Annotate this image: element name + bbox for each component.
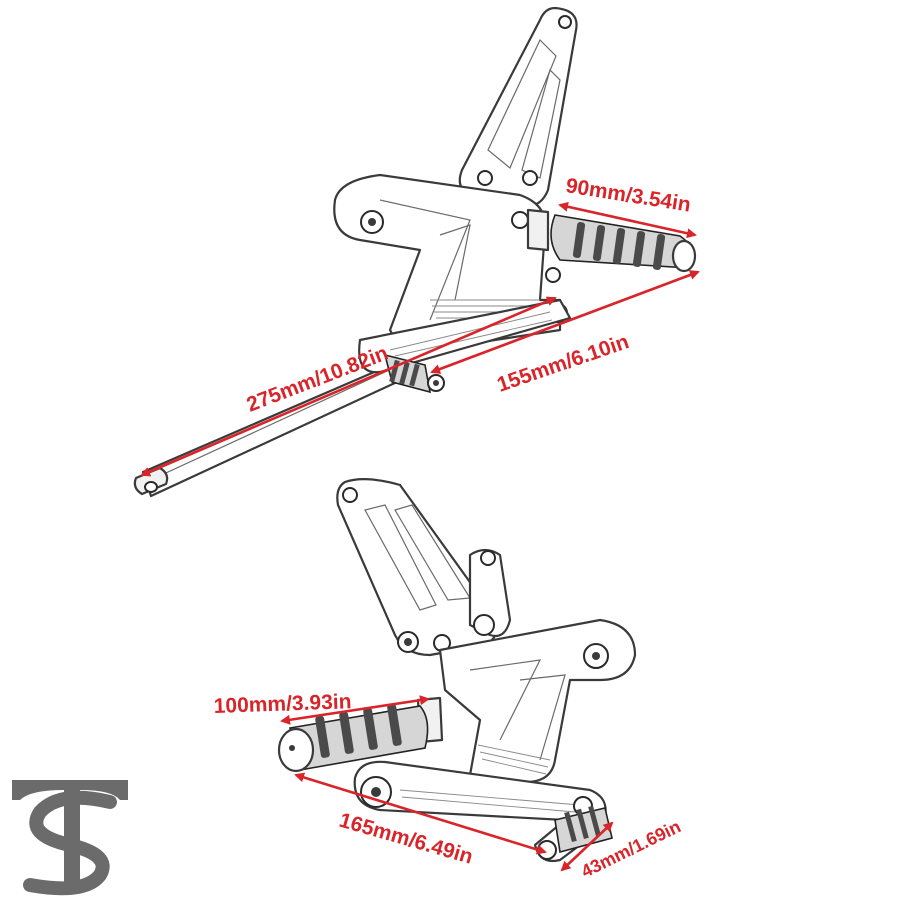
dimline-top-footpeg xyxy=(558,201,697,239)
dimline-bottom-footpeg-to-pedal xyxy=(294,772,547,855)
bottom-main-plate xyxy=(438,618,637,784)
top-shift-rod xyxy=(133,358,412,498)
brand-logo xyxy=(12,780,128,896)
logo-s-curve xyxy=(23,790,117,896)
top-dimension-lines xyxy=(140,201,700,477)
top-footpeg xyxy=(526,208,697,273)
bottom-dimension-lines xyxy=(280,695,614,872)
top-hanger-bracket xyxy=(458,6,578,208)
dimline-bottom-footpeg xyxy=(280,695,430,725)
label-bottom-footpeg-length: 100mm/3.93in xyxy=(213,690,351,718)
dimline-bottom-pedal-tip xyxy=(560,821,614,872)
dimline-top-overall xyxy=(140,296,557,477)
bottom-rearset-assembly: 100mm/3.93in 165mm/6.49in 43mm/1.69in xyxy=(213,478,684,882)
top-rearset-assembly: 90mm/3.54in 155mm/6.10in 275mm/10.82in xyxy=(133,6,700,498)
logo-monogram xyxy=(12,780,128,890)
label-bottom-footpeg-to-pedal: 165mm/6.49in xyxy=(337,809,476,869)
bottom-upper-tab xyxy=(468,548,512,638)
